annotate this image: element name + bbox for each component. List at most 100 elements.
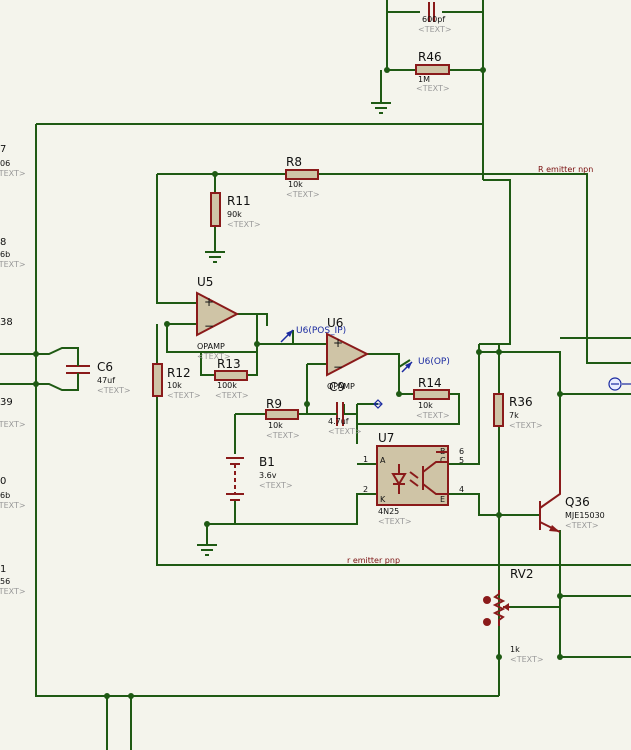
r13-value: 100k xyxy=(217,381,237,390)
edge-ref-5: 0 xyxy=(0,476,6,487)
edge-value-2: 6b xyxy=(0,250,10,259)
capacitor-c9[interactable]: C9 4.7uf <TEXT> xyxy=(328,380,362,436)
capacitor-c6[interactable]: C6 47uf <TEXT> xyxy=(66,358,131,395)
svg-text:1: 1 xyxy=(363,455,368,464)
ground-icon xyxy=(197,544,217,556)
c9-ref: C9 xyxy=(329,380,345,394)
edge-value-6: 56 xyxy=(0,577,10,586)
svg-text:E: E xyxy=(440,495,445,504)
svg-text:+: + xyxy=(333,336,343,350)
b1-text: <TEXT> xyxy=(259,481,293,490)
opamp-u6[interactable]: + − U6 OPAMP xyxy=(326,316,370,391)
r14-value: 10k xyxy=(418,401,433,410)
u6-type: OPAMP xyxy=(327,382,355,391)
potentiometer-rv2[interactable]: RV2 1k <TEXT> xyxy=(483,567,544,664)
probe-u6-op[interactable]: U6(OP) xyxy=(401,357,450,373)
svg-text:−: − xyxy=(204,319,214,333)
r8-ref: R8 xyxy=(286,155,302,169)
ground-icon xyxy=(205,251,225,263)
svg-text:A: A xyxy=(380,456,386,465)
b1-ref: B1 xyxy=(259,455,275,469)
svg-text:<TEXT>: <TEXT> xyxy=(0,260,26,269)
voltage-probe-icon[interactable] xyxy=(608,377,631,391)
svg-text:<TEXT>: <TEXT> xyxy=(0,420,26,429)
probe-u6-pos-ip[interactable]: U6(POS_IP) xyxy=(280,326,346,343)
r12-text: <TEXT> xyxy=(167,391,201,400)
edge-value-5: 6b xyxy=(0,491,10,500)
r13-text: <TEXT> xyxy=(215,391,249,400)
resistor-r11[interactable]: R11 90k <TEXT> xyxy=(210,192,261,229)
u7-text: <TEXT> xyxy=(378,517,412,526)
svg-text:2: 2 xyxy=(363,485,368,494)
probe-u6-op-label: U6(OP) xyxy=(418,357,450,367)
svg-text:<TEXT>: <TEXT> xyxy=(0,169,26,178)
capacitor-top-value: 600pf xyxy=(422,15,445,24)
r8-text: <TEXT> xyxy=(286,190,320,199)
r11-ref: R11 xyxy=(227,194,251,208)
svg-text:K: K xyxy=(380,495,386,504)
ground-icon xyxy=(371,102,391,114)
rv2-ref: RV2 xyxy=(510,567,534,581)
edge-ref-2: 8 xyxy=(0,237,6,248)
opamp-u5[interactable]: + − U5 OPAMP <TEXT> xyxy=(196,275,240,361)
u6-ref: U6 xyxy=(327,316,343,330)
u5-text: <TEXT> xyxy=(197,352,231,361)
c6-text: <TEXT> xyxy=(97,386,131,395)
r46-ref: R46 xyxy=(418,50,442,64)
u7-part: 4N25 xyxy=(378,507,399,516)
edge-value-1: 06 xyxy=(0,159,10,168)
resistor-r9[interactable]: R9 10k <TEXT> xyxy=(265,397,300,440)
resistor-r36[interactable]: R36 7k <TEXT> xyxy=(493,393,543,430)
r9-ref: R9 xyxy=(266,397,282,411)
r12-ref: R12 xyxy=(167,366,191,380)
svg-text:+: + xyxy=(204,295,214,309)
rv2-value: 1k xyxy=(510,645,520,654)
r8-value: 10k xyxy=(288,180,303,189)
c6-value: 47uf xyxy=(97,376,115,385)
q36-ref: Q36 xyxy=(565,495,590,509)
capacitor-top-text: <TEXT> xyxy=(418,25,452,34)
left-edge-labels: 7 06 <TEXT> 8 6b <TEXT> 38 39 <TEXT> 0 6… xyxy=(0,144,26,596)
r36-ref: R36 xyxy=(509,395,533,409)
probe-diamond-icon xyxy=(373,399,383,409)
resistor-r46[interactable]: R46 1M <TEXT> xyxy=(415,50,450,93)
edge-ref-6: 1 xyxy=(0,564,6,575)
u5-ref: U5 xyxy=(197,275,213,289)
q36-text: <TEXT> xyxy=(565,521,599,530)
q36-part: MJE15030 xyxy=(565,511,605,520)
edge-ref-3: 38 xyxy=(0,317,13,328)
svg-text:<TEXT>: <TEXT> xyxy=(0,501,26,510)
r36-value: 7k xyxy=(509,411,519,420)
svg-text:6: 6 xyxy=(459,447,464,456)
r36-text: <TEXT> xyxy=(509,421,543,430)
resistor-r12[interactable]: R12 10k <TEXT> xyxy=(152,363,201,400)
c9-text: <TEXT> xyxy=(328,427,362,436)
c9-value: 4.7uf xyxy=(328,417,349,426)
rv2-text: <TEXT> xyxy=(510,655,544,664)
r11-text: <TEXT> xyxy=(227,220,261,229)
r46-value: 1M xyxy=(418,75,430,84)
net-r-emitter-npn: R emitter npn xyxy=(538,165,593,174)
u7-ref: U7 xyxy=(378,431,394,445)
r46-text: <TEXT> xyxy=(416,84,450,93)
probe-u6-pos-ip-label: U6(POS_IP) xyxy=(296,326,346,336)
optocoupler-u7[interactable]: U7 1 2 6 5 4 A K B C E 4N25 <TEXT> xyxy=(363,431,464,526)
r11-value: 90k xyxy=(227,210,242,219)
battery-b1[interactable]: B1 3.6v <TEXT> xyxy=(226,455,293,501)
r9-text: <TEXT> xyxy=(266,431,300,440)
r9-value: 10k xyxy=(268,421,283,430)
r14-text: <TEXT> xyxy=(416,411,450,420)
resistor-r8[interactable]: R8 10k <TEXT> xyxy=(285,155,320,199)
net-r-emitter-pnp: r emitter pnp xyxy=(347,556,400,565)
resistor-r13[interactable]: R13 100k <TEXT> xyxy=(214,357,249,400)
svg-text:5: 5 xyxy=(459,456,464,465)
r14-ref: R14 xyxy=(418,376,442,390)
c6-ref: C6 xyxy=(97,360,113,374)
svg-text:<TEXT>: <TEXT> xyxy=(0,587,26,596)
transistor-q36[interactable]: Q36 MJE15030 <TEXT> xyxy=(539,470,605,533)
capacitor-top[interactable]: 600pf <TEXT> xyxy=(418,2,452,34)
resistor-r14[interactable]: R14 10k <TEXT> xyxy=(413,376,450,420)
r13-ref: R13 xyxy=(217,357,241,371)
